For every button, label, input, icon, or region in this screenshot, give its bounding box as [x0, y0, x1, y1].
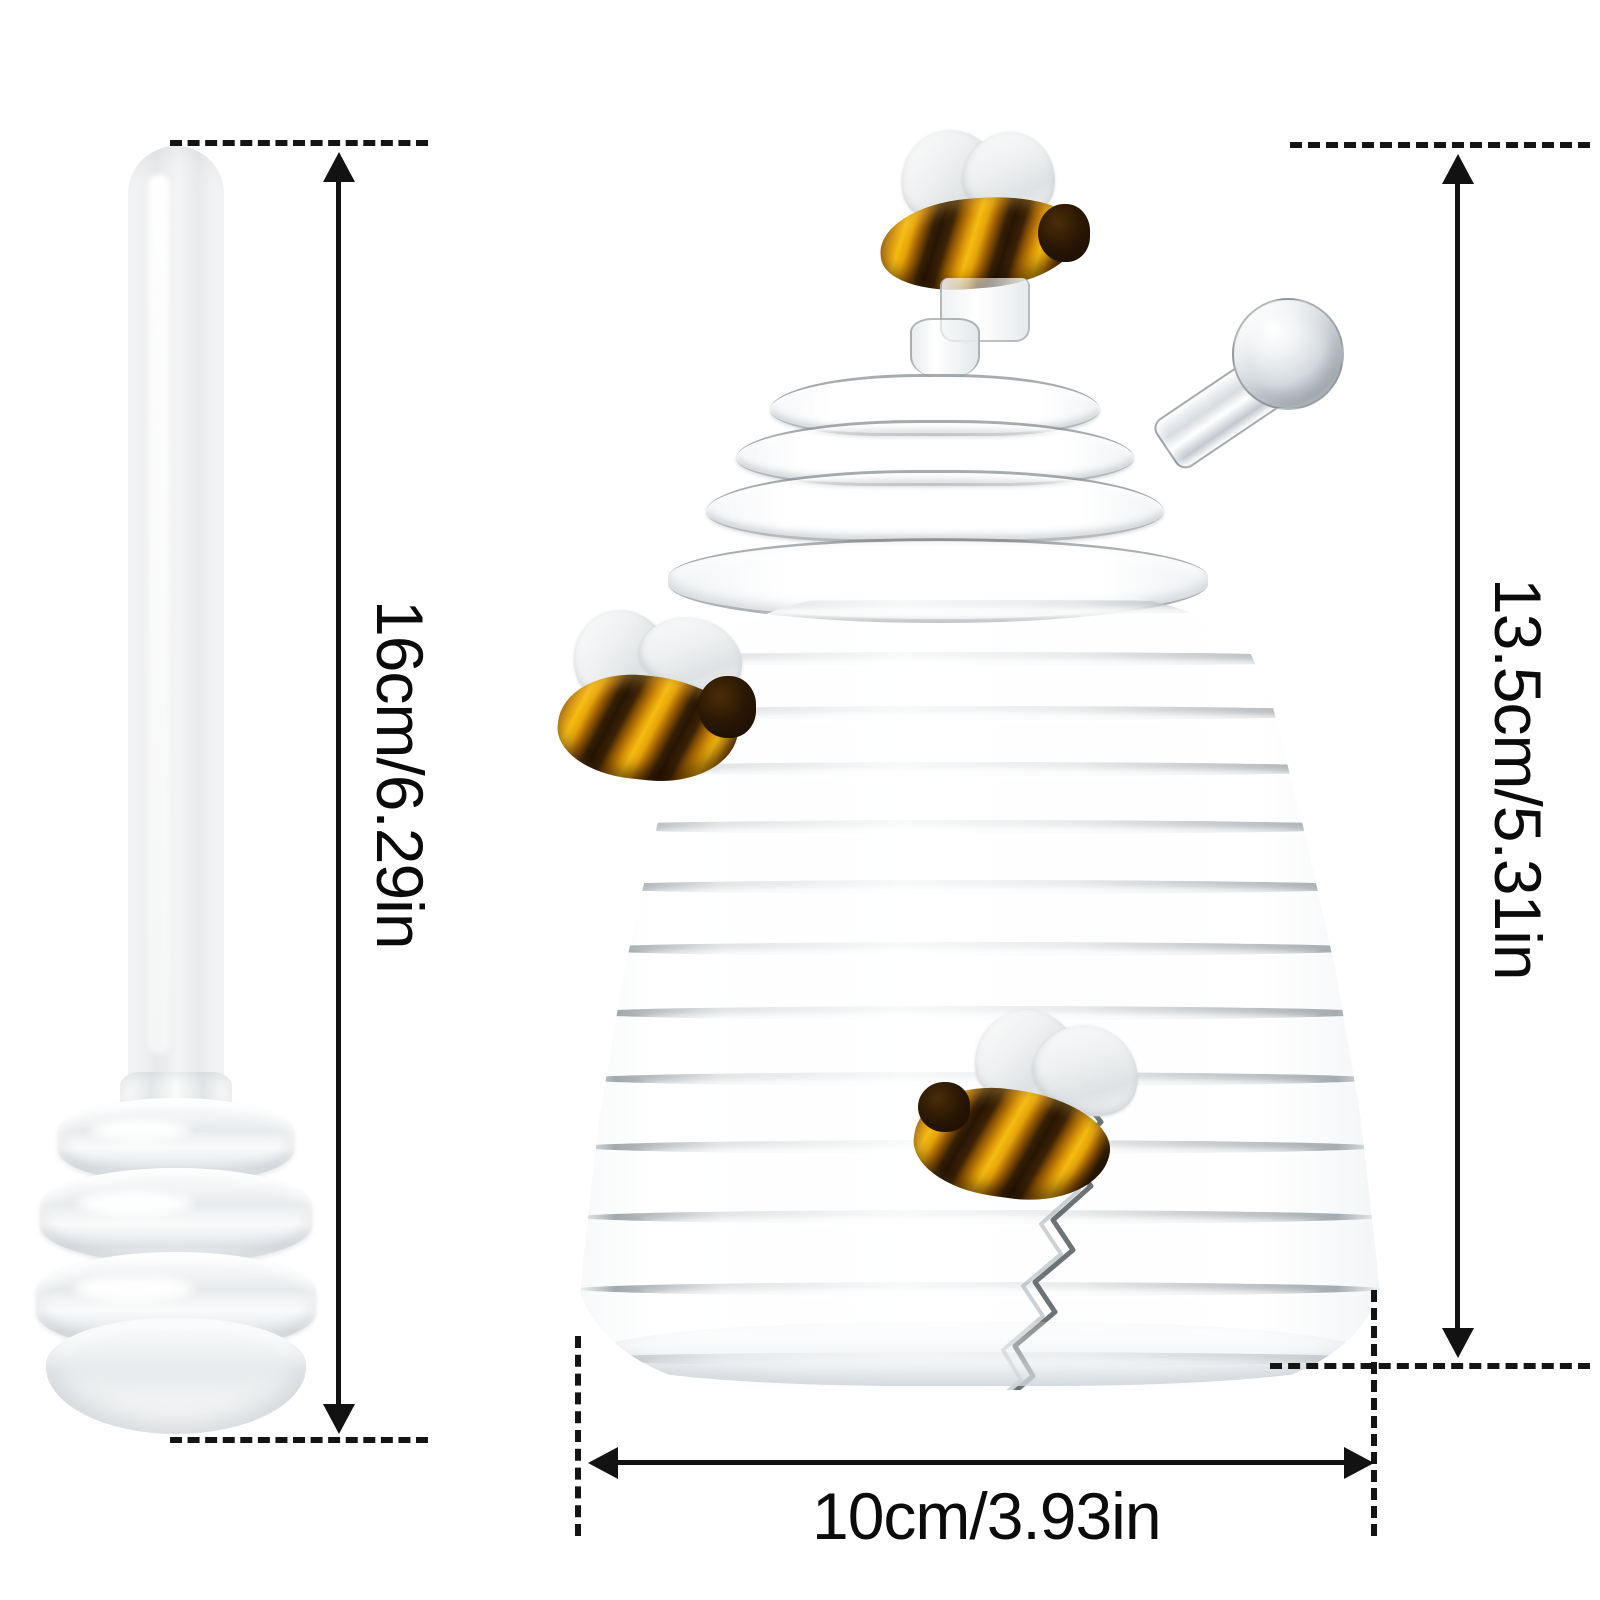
honey-jar-illustration — [520, 119, 1480, 1400]
lid-tier-3 — [706, 470, 1164, 542]
dipper-ring-2 — [40, 1168, 312, 1264]
bee-head — [918, 1082, 970, 1132]
jar-width-dimension-label: 10cm/3.93in — [812, 1479, 1162, 1553]
dipper-dimension-line — [336, 176, 341, 1416]
jar-width-arrow-head-right — [1344, 1447, 1374, 1479]
bee-head — [1038, 204, 1090, 262]
jar-left-guide-line — [575, 1336, 581, 1536]
dipper-arrow-head-bottom — [323, 1404, 355, 1434]
jar-lid — [700, 358, 1170, 558]
jar-base — [591, 1322, 1369, 1386]
honey-dipper-illustration — [0, 0, 460, 1600]
dipper-dimension-label: 16cm/6.29in — [363, 600, 437, 949]
glass-stick-ball — [1232, 298, 1344, 410]
bee-head — [698, 676, 756, 738]
bee-figurine-lower — [902, 1003, 1152, 1212]
dipper-top-guide-line — [170, 140, 428, 146]
dipper-shaft — [128, 146, 224, 1106]
jar-height-dimension-line — [1455, 178, 1460, 1330]
jar-width-dimension-line — [612, 1460, 1364, 1465]
lid-knob — [910, 318, 980, 378]
jar-height-dimension-label: 13.5cm/5.31in — [1481, 578, 1555, 980]
bee-figurine-left — [548, 597, 768, 800]
dipper-bottom-guide-line — [170, 1437, 428, 1443]
jar-top-guide-line — [1290, 142, 1590, 148]
dipper-base-bulb — [46, 1318, 306, 1434]
jar-arrow-head-bottom — [1442, 1328, 1474, 1358]
jar-right-guide-line — [1371, 1290, 1377, 1536]
bee-figurine-top — [860, 119, 1090, 345]
jar-bottom-guide-line — [1270, 1363, 1590, 1369]
